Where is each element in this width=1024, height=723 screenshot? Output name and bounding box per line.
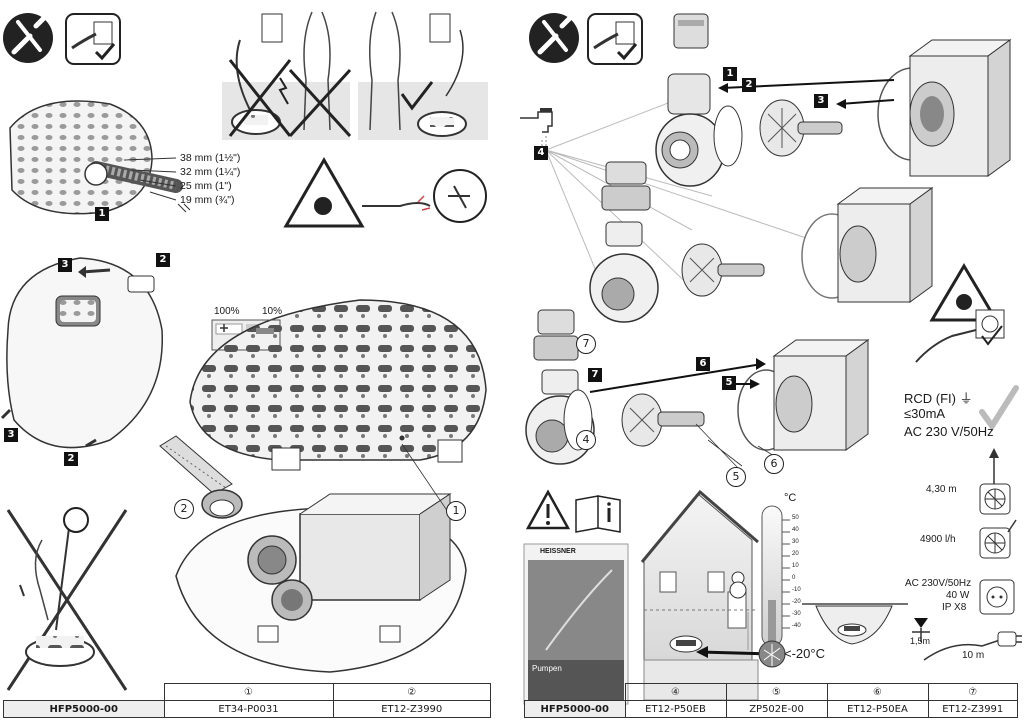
- part-number-1: ET34-P0031: [163, 700, 334, 718]
- part-number-5: ZP502E-00: [725, 700, 828, 718]
- flow-control-panel: [211, 319, 281, 351]
- flow-rate-icon: [979, 519, 1017, 559]
- part-number-4: ET12-P50EB: [624, 700, 727, 718]
- tools-icon: [3, 13, 53, 63]
- part-callout-2: 2: [174, 499, 194, 519]
- part-callout-6: 6: [764, 454, 784, 474]
- power-spec-watts: 40 W: [946, 590, 970, 601]
- do-not-carry-by-cable: [6, 507, 128, 691]
- flow-max-label: 100%: [214, 306, 240, 317]
- depth-value: 1,5m: [910, 636, 931, 646]
- part-callout-5: 5: [726, 467, 746, 487]
- water-tap-icon: [520, 108, 553, 150]
- brochure-brand: HEISSNER: [540, 548, 576, 555]
- manual-brochure: [523, 543, 629, 705]
- tick-label: 30: [792, 539, 799, 545]
- model-cell: HFP5000-00: [3, 700, 165, 718]
- unplug-check-icon: [587, 13, 643, 65]
- step-badge: 3: [4, 428, 18, 442]
- hose-size-38: 38 mm (1½"): [180, 152, 241, 164]
- pump-hose-illustration: [9, 100, 191, 215]
- head-height-icon: [979, 448, 1011, 515]
- tick-label: 0: [792, 575, 796, 581]
- tick-label: -10: [792, 587, 801, 593]
- part-header-5: ⑤: [725, 683, 828, 701]
- depth-icon: [912, 618, 930, 642]
- cable-length: 10 m: [962, 650, 985, 661]
- rcd-voltage: AC 230 V/50Hz: [904, 424, 994, 439]
- right-illustrations: [520, 13, 1022, 705]
- model-cell: HFP5000-00: [524, 700, 626, 718]
- brochure-title: Pumpen: [532, 664, 562, 673]
- power-spec-ip: IP X8: [942, 602, 967, 613]
- hose-size-32: 32 mm (1¼"): [180, 166, 241, 178]
- head-height-value: 4,30 m: [926, 484, 957, 495]
- electric-warning-icon: [283, 156, 487, 228]
- tick-label: -30: [792, 611, 801, 617]
- step-badge: 2: [64, 452, 78, 466]
- step-badge: 6: [696, 357, 710, 371]
- left-illustrations: [0, 11, 488, 691]
- plug-cable-icon: [923, 631, 1022, 661]
- left-parts-table: ① ② HFP5000-00 ET34-P0031 ET12-Z3990: [3, 683, 491, 718]
- electric-warning-icon: [915, 263, 1005, 363]
- part-number-7: ET12-Z3991: [927, 700, 1018, 718]
- part-header-4: ④: [624, 683, 727, 701]
- tick-label: -20: [792, 599, 801, 605]
- tick-label: 40: [792, 527, 799, 533]
- part-callout-4: 4: [576, 430, 596, 450]
- part-callout-1: 1: [446, 501, 466, 521]
- hose-size-25: 25 mm (1"): [180, 180, 232, 192]
- freeze-warning: <-20°C: [784, 646, 825, 661]
- pump-exploded-bottom: [525, 309, 870, 469]
- step-badge: 7: [588, 368, 602, 382]
- pump-exploded-top: [655, 13, 1012, 187]
- left-page: 38 mm (1½") 32 mm (1¼") 25 mm (1") 19 mm…: [0, 11, 491, 718]
- part-number-6: ET12-P50EA: [826, 700, 929, 718]
- flow-rate-value: 4900 l/h: [920, 534, 956, 545]
- part-header-6: ⑥: [826, 683, 929, 701]
- step-badge: 5: [722, 376, 736, 390]
- warning-manual-icons: [525, 489, 621, 533]
- tick-label: -40: [792, 623, 801, 629]
- tools-icon: [529, 13, 579, 63]
- pond-scene: [802, 603, 908, 645]
- housing-removal-illustration: [0, 257, 163, 449]
- part-header-7: ⑦: [927, 683, 1018, 701]
- tick-label: 50: [792, 515, 799, 521]
- check-mark-icon: [979, 385, 1019, 432]
- rcd-label: RCD (FI) ⏚: [904, 391, 973, 406]
- right-parts-table: ④ ⑤ ⑥ ⑦ HFP5000-00 ET12-P50EB ZP502E-00 …: [524, 683, 1018, 718]
- hose-size-19: 19 mm (¾"): [180, 194, 235, 206]
- unplug-check-icon: [65, 13, 121, 65]
- right-page: 1 2 3 4 6 7 5 7 4 5 6 RCD (FI) ⏚ ≤30mA A…: [512, 0, 1024, 723]
- socket-icon: [979, 579, 1015, 615]
- step-badge: 1: [95, 207, 109, 221]
- step-badge: 3: [814, 94, 828, 108]
- thermometer-unit: °C: [784, 492, 797, 504]
- pump-exploded-middle: [589, 161, 934, 323]
- flow-min-label: 10%: [262, 306, 283, 317]
- part-callout-7: 7: [576, 334, 596, 354]
- rcd-current: ≤30mA: [904, 406, 946, 421]
- winter-storage-scene: [640, 489, 771, 701]
- safety-wrong-scene: [222, 11, 352, 140]
- tick-label: 10: [792, 563, 799, 569]
- part-header-2: ②: [332, 683, 491, 701]
- step-badge: 1: [723, 67, 737, 81]
- exploded-filter-pump: [159, 299, 487, 673]
- step-badge: 4: [534, 146, 548, 160]
- step-badge: 2: [156, 253, 170, 267]
- step-badge: 2: [742, 78, 756, 92]
- step-badge: 3: [58, 258, 72, 272]
- power-spec-voltage: AC 230V/50Hz: [905, 578, 972, 589]
- tick-label: 20: [792, 551, 799, 557]
- thermometer: [758, 505, 790, 668]
- safety-correct-scene: [358, 11, 488, 140]
- part-header-1: ①: [163, 683, 334, 701]
- part-number-2: ET12-Z3990: [332, 700, 491, 718]
